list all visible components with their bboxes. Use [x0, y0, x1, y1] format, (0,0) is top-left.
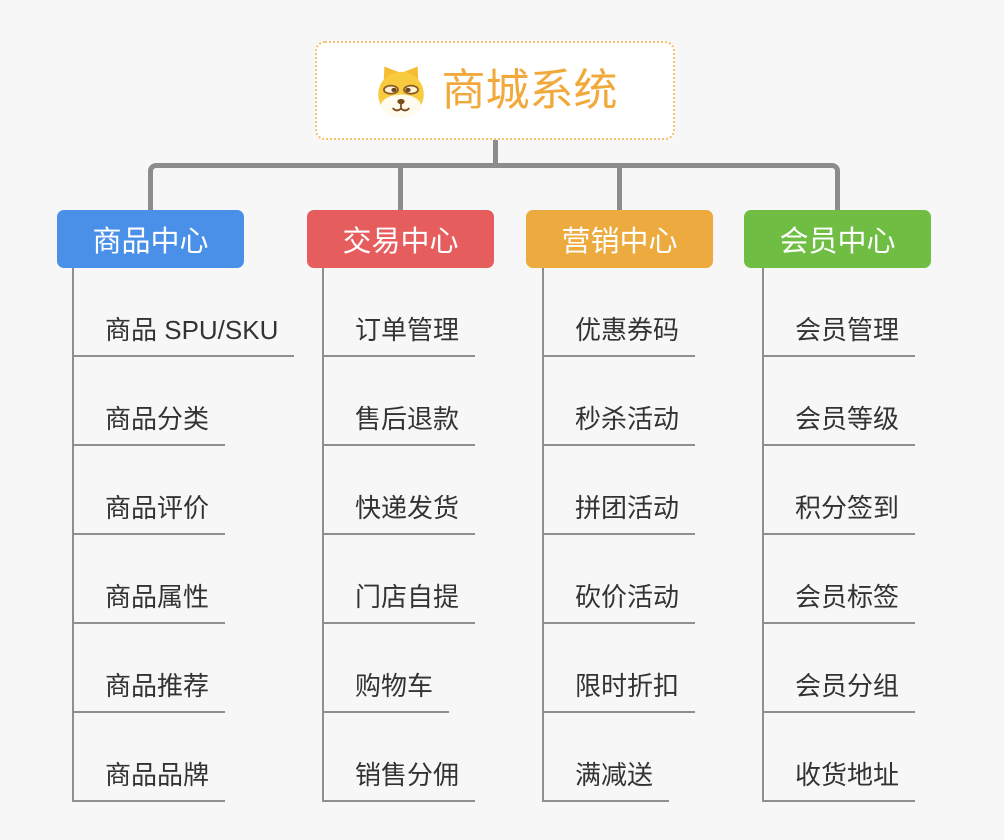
subtopic[interactable]: 会员分组 — [762, 671, 916, 713]
subtopic[interactable]: 收货地址 — [762, 760, 916, 802]
subtopic-row: 优惠券码 — [542, 268, 792, 357]
subtopic[interactable]: 商品品牌 — [72, 760, 226, 802]
subtopic-row: 砍价活动 — [542, 535, 792, 624]
subtopic-row: 购物车 — [322, 624, 572, 713]
subtopic-row: 商品 SPU/SKU — [72, 268, 322, 357]
dog-face-icon — [377, 66, 424, 117]
subtopic[interactable]: 积分签到 — [762, 493, 916, 535]
subtopic-row: 快递发货 — [322, 446, 572, 535]
branch-topic-trade-center[interactable]: 交易中心 — [307, 210, 494, 268]
subtopic[interactable]: 门店自提 — [322, 582, 476, 624]
subtopic-row: 商品属性 — [72, 535, 322, 624]
connector-bus — [148, 163, 840, 210]
branch-topic-member-center[interactable]: 会员中心 — [744, 210, 931, 268]
root-topic[interactable]: 商城系统 — [315, 41, 675, 140]
subtopic-row: 商品分类 — [72, 357, 322, 446]
subtopic[interactable]: 购物车 — [322, 671, 450, 713]
branch-topic-label: 营销中心 — [561, 226, 678, 258]
subtopic-row: 售后退款 — [322, 357, 572, 446]
subtopic[interactable]: 会员标签 — [762, 582, 916, 624]
subtopic[interactable]: 售后退款 — [322, 404, 476, 446]
subtopic-row: 拼团活动 — [542, 446, 792, 535]
subtopic-row: 订单管理 — [322, 268, 572, 357]
subtopic-row: 商品评价 — [72, 446, 322, 535]
branch-topic-label: 会员中心 — [779, 226, 896, 258]
subtopic-row: 积分签到 — [762, 446, 1004, 535]
subtopic-row: 商品品牌 — [72, 713, 322, 802]
root-topic-label: 商城系统 — [441, 65, 618, 115]
branch-children-trade-center: 订单管理 售后退款 快递发货 门店自提 购物车 销售分佣 — [322, 268, 572, 802]
subtopic[interactable]: 优惠券码 — [542, 315, 696, 357]
subtopic-row: 会员标签 — [762, 535, 1004, 624]
subtopic[interactable]: 会员管理 — [762, 315, 916, 357]
subtopic-row: 门店自提 — [322, 535, 572, 624]
subtopic-row: 满减送 — [542, 713, 792, 802]
branch-children-marketing-center: 优惠券码 秒杀活动 拼团活动 砍价活动 限时折扣 满减送 — [542, 268, 792, 802]
subtopic-row: 商品推荐 — [72, 624, 322, 713]
subtopic[interactable]: 商品评价 — [72, 493, 226, 535]
connector-root-drop — [493, 138, 498, 168]
subtopic[interactable]: 销售分佣 — [322, 760, 476, 802]
branch-topic-label: 商品中心 — [92, 226, 209, 258]
branch-topic-label: 交易中心 — [342, 226, 459, 258]
connector-drop-trade-center — [398, 166, 403, 210]
branch-children-product-center: 商品 SPU/SKU 商品分类 商品评价 商品属性 商品推荐 商品品牌 — [72, 268, 322, 802]
subtopic[interactable]: 订单管理 — [322, 315, 476, 357]
connector-drop-marketing-center — [617, 166, 622, 210]
subtopic[interactable]: 秒杀活动 — [542, 404, 696, 446]
branch-children-member-center: 会员管理 会员等级 积分签到 会员标签 会员分组 收货地址 — [762, 268, 1004, 802]
subtopic-row: 会员分组 — [762, 624, 1004, 713]
branch-topic-product-center[interactable]: 商品中心 — [57, 210, 244, 268]
subtopic[interactable]: 满减送 — [542, 760, 670, 802]
subtopic[interactable]: 限时折扣 — [542, 671, 696, 713]
subtopic[interactable]: 商品 SPU/SKU — [72, 315, 295, 357]
subtopic-row: 销售分佣 — [322, 713, 572, 802]
subtopic[interactable]: 商品属性 — [72, 582, 226, 624]
subtopic[interactable]: 拼团活动 — [542, 493, 696, 535]
branch-topic-marketing-center[interactable]: 营销中心 — [526, 210, 713, 268]
subtopic[interactable]: 商品分类 — [72, 404, 226, 446]
subtopic-row: 限时折扣 — [542, 624, 792, 713]
subtopic-row: 会员等级 — [762, 357, 1004, 446]
subtopic[interactable]: 砍价活动 — [542, 582, 696, 624]
subtopic-row: 收货地址 — [762, 713, 1004, 802]
subtopic[interactable]: 快递发货 — [322, 493, 476, 535]
subtopic-row: 秒杀活动 — [542, 357, 792, 446]
subtopic[interactable]: 会员等级 — [762, 404, 916, 446]
subtopic[interactable]: 商品推荐 — [72, 671, 226, 713]
subtopic-row: 会员管理 — [762, 268, 1004, 357]
